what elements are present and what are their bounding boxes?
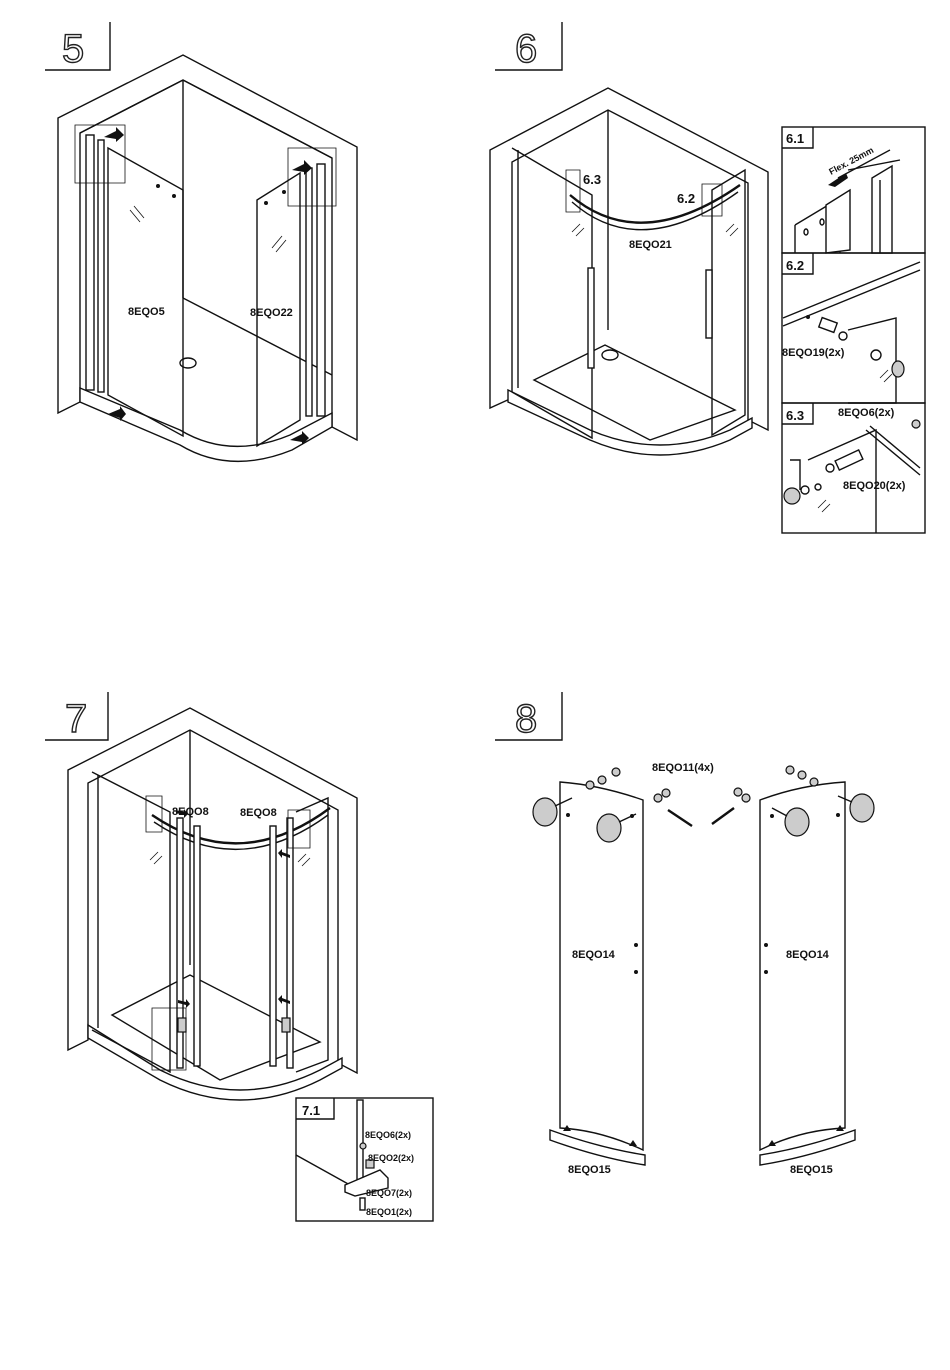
callout-label: 6.3 <box>583 172 601 187</box>
part-label-detail-6-3-a: 8EQO6(2x) <box>838 407 895 419</box>
shower-enclosure-illustration <box>490 88 768 455</box>
part-label-detail-6-2: 8EQO19(2x) <box>782 347 845 359</box>
step-6: 6 6.3 6.2 8EQO21 <box>490 22 925 533</box>
step-number: 5 <box>62 27 84 71</box>
part-label-left-seal: 8EQO15 <box>568 1164 611 1176</box>
detail-part-label: 8EQO1(2x) <box>366 1207 412 1217</box>
step-number: 7 <box>65 697 87 741</box>
step-7: 7 <box>45 692 433 1221</box>
part-label-left: 8EQO8 <box>172 806 209 818</box>
part-label-fittings: 8EQO11(4x) <box>652 762 714 774</box>
detail-note: Flex. 25mm <box>827 145 875 177</box>
detail-6-1: 6.1 Flex. 25mm <box>782 127 925 253</box>
detail-id: 6.3 <box>786 408 804 423</box>
detail-part-label: 8EQO6(2x) <box>365 1130 411 1140</box>
detail-id: 6.1 <box>786 131 804 146</box>
detail-part-label: 8EQO7(2x) <box>366 1188 412 1198</box>
part-label-right: 8EQO8 <box>240 807 277 819</box>
part-label-right-panel: 8EQO22 <box>250 307 293 319</box>
detail-part-label: 8EQO2(2x) <box>368 1153 414 1163</box>
arrow-icon <box>629 1140 637 1146</box>
step-number: 6 <box>515 27 537 71</box>
part-label-right-door: 8EQO14 <box>786 949 830 961</box>
arrow-icon <box>104 127 124 142</box>
part-label-right-seal: 8EQO15 <box>790 1164 833 1176</box>
step-number: 8 <box>515 697 537 741</box>
detail-6-2: 6.2 <box>782 253 925 403</box>
door-panels-illustration <box>533 766 874 1165</box>
detail-6-3: 6.3 <box>782 403 925 533</box>
shower-enclosure-illustration <box>68 708 357 1100</box>
detail-id: 7.1 <box>302 1103 320 1118</box>
part-label-rail: 8EQO21 <box>629 239 672 251</box>
step-8: 8 <box>495 692 874 1176</box>
part-label-left-door: 8EQO14 <box>572 949 616 961</box>
part-label-detail-6-3-b: 8EQO20(2x) <box>843 480 906 492</box>
detail-id: 6.2 <box>786 258 804 273</box>
part-label-left-panel: 8EQO5 <box>128 306 165 318</box>
step-5: 5 <box>45 22 357 461</box>
callout-label: 6.2 <box>677 191 695 206</box>
shower-enclosure-illustration <box>58 55 357 461</box>
